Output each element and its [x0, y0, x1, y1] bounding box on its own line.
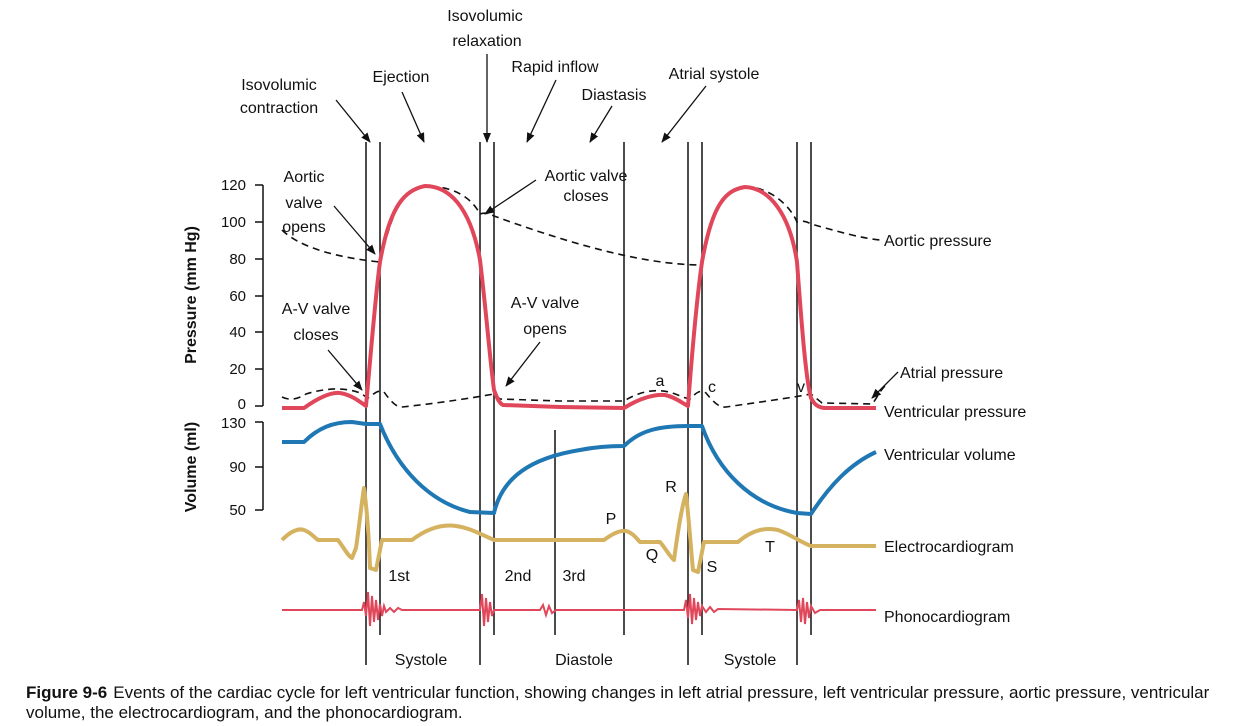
pressure-axis-title: Pressure (mm Hg): [183, 226, 200, 364]
wave-a: a: [656, 373, 665, 390]
ecg-t: T: [765, 539, 775, 556]
period-systole-1: Systole: [395, 652, 448, 669]
label-aortic-pressure: Aortic pressure: [884, 233, 992, 250]
heart-sound-3rd: 3rd: [562, 568, 585, 585]
volume-tick-90: 90: [229, 459, 246, 476]
label-diastasis: Diastasis: [582, 87, 647, 104]
ecg-p: P: [606, 511, 617, 528]
label-aortic-valve-opens-3: opens: [282, 219, 326, 236]
ventricular-volume-curve: [282, 420, 877, 516]
arrow-diastasis: [589, 105, 613, 143]
label-ejection: Ejection: [373, 69, 430, 86]
label-ventricular-pressure: Ventricular pressure: [884, 404, 1026, 421]
volume-tick-50: 50: [229, 502, 246, 519]
label-av-valve-opens-2: opens: [523, 321, 567, 338]
pressure-tick-80: 80: [229, 251, 246, 268]
label-rapid-inflow: Rapid inflow: [511, 59, 599, 76]
label-electrocardiogram: Electrocardiogram: [884, 539, 1014, 556]
heart-sound-1st: 1st: [388, 568, 410, 585]
pressure-tick-20: 20: [229, 361, 246, 378]
pressure-axis: 120 100 80 60 40 20 0 Pressure (mm Hg): [183, 177, 264, 413]
cardiac-cycle-diagram: 120 100 80 60 40 20 0 Pressure (mm Hg) 1…: [183, 8, 1026, 669]
label-atrial-systole: Atrial systole: [669, 66, 760, 83]
figure-number: Figure 9-6: [26, 683, 108, 702]
wave-v: v: [797, 379, 805, 396]
ventricular-pressure-curve: [282, 184, 876, 410]
arrow-av-valve-opens: [505, 341, 541, 387]
pressure-tick-60: 60: [229, 288, 246, 305]
ecg-s: S: [707, 559, 718, 576]
label-isovolumic-relaxation-1: Isovolumic: [447, 8, 523, 25]
label-aortic-valve-closes-2: closes: [563, 188, 608, 205]
electrocardiogram-curve: [280, 486, 876, 574]
period-systole-2: Systole: [724, 652, 777, 669]
phase-lines: [365, 142, 812, 665]
label-isovolumic-contraction-2: contraction: [240, 100, 318, 117]
period-diastole: Diastole: [555, 652, 613, 669]
volume-axis: 130 90 50 Volume (ml): [183, 415, 264, 519]
heart-sound-2nd: 2nd: [505, 568, 532, 585]
atrial-pressure-curve: [281, 384, 887, 408]
ecg-r: R: [665, 479, 677, 496]
pressure-tick-0: 0: [238, 396, 246, 413]
label-aortic-valve-opens-1: Aortic: [284, 169, 325, 186]
arrow-av-valve-closes: [327, 349, 363, 391]
label-isovolumic-contraction-1: Isovolumic: [241, 77, 317, 94]
label-ventricular-volume: Ventricular volume: [884, 447, 1016, 464]
arrow-ejection: [401, 91, 425, 143]
label-atrial-pressure: Atrial pressure: [900, 365, 1003, 382]
arrow-aortic-valve-opens: [333, 205, 376, 255]
label-av-valve-opens-1: A-V valve: [511, 295, 580, 312]
arrow-aortic-valve-closes: [484, 179, 537, 215]
arrow-atrial-pressure: [871, 371, 899, 399]
ecg-q: Q: [646, 547, 658, 564]
pressure-tick-40: 40: [229, 324, 246, 341]
volume-axis-title: Volume (ml): [183, 422, 200, 512]
arrow-isovolumic-contraction: [335, 99, 371, 143]
volume-tick-130: 130: [221, 415, 246, 432]
phonocardiogram-trace: [282, 591, 876, 627]
wave-c: c: [708, 379, 716, 396]
label-isovolumic-relaxation-2: relaxation: [452, 33, 521, 50]
figure-caption-text: Events of the cardiac cycle for left ven…: [26, 683, 1210, 722]
label-aortic-valve-closes-1: Aortic valve: [545, 168, 628, 185]
arrow-atrial-systole: [661, 85, 707, 143]
label-av-valve-closes-2: closes: [293, 327, 338, 344]
pressure-tick-120: 120: [221, 177, 246, 194]
pressure-tick-100: 100: [221, 214, 246, 231]
label-aortic-valve-opens-2: valve: [285, 195, 322, 212]
arrow-rapid-inflow: [526, 79, 557, 143]
label-phonocardiogram: Phonocardiogram: [884, 609, 1010, 626]
label-av-valve-closes-1: A-V valve: [282, 301, 351, 318]
